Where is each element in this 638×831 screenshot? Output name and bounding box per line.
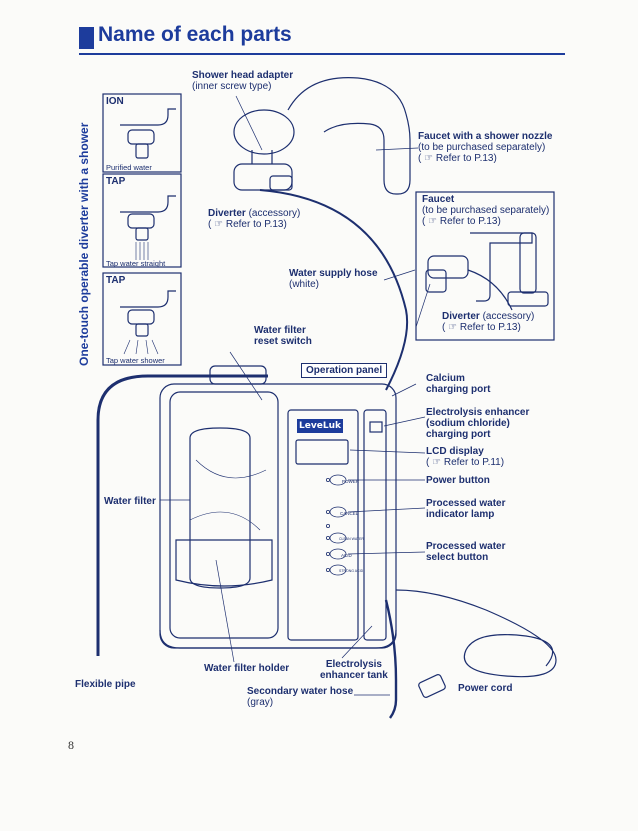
mode-box-tap-straight [102, 173, 182, 268]
enhancer-tank [363, 409, 387, 641]
flexible-pipe [96, 374, 268, 656]
lcd-screen [295, 439, 349, 465]
page-title: Name of each parts [98, 23, 292, 46]
label-water-filter: Water filter [104, 496, 156, 507]
label-faucet-shower: Faucet with a shower nozzle(to be purcha… [418, 131, 553, 164]
panel-btn-clean: CLEAN WATER [339, 537, 364, 541]
power-cord [395, 589, 557, 678]
label-diverter-left: Diverter (accessory)( ☞ Refer to P.13) [208, 208, 301, 230]
mode-label-ion: ION [106, 96, 124, 107]
panel-btn-cancel: CANCEL [340, 511, 359, 516]
label-power-cord: Power cord [458, 683, 513, 694]
label-enhancer-port: Electrolysis enhancer(sodium chloride)ch… [426, 407, 530, 440]
label-secondary-hose: Secondary water hose(gray) [247, 686, 354, 708]
side-label: One-touch operable diverter with a showe… [77, 122, 91, 366]
mode-caption-tap-straight: Tap water straight [106, 259, 166, 268]
water-filter-cartridge [189, 427, 251, 589]
label-faucet: Faucet(to be purchased separately)( ☞ Re… [422, 194, 550, 227]
faucet-box [415, 191, 555, 341]
panel-column [287, 409, 359, 641]
brand-logo: LeveLuk [297, 419, 343, 433]
water-supply-hose [259, 189, 409, 391]
mode-box-tap-shower [102, 272, 182, 366]
diverter-sketch-icon [120, 108, 176, 355]
label-diverter-right: Diverter (accessory)( ☞ Refer to P.13) [442, 311, 535, 333]
label-filter-holder: Water filter holder [204, 663, 290, 674]
label-shower-adapter: Shower head adapter(inner screw type) [192, 70, 294, 92]
shower-faucet-icon [233, 77, 411, 195]
faucet-icon [425, 232, 549, 311]
panel-btn-strong-acid: STRONG ACID [339, 569, 364, 573]
page-number: 8 [68, 738, 74, 752]
label-lcd: LCD display( ☞ Refer to P.11) [426, 446, 505, 468]
mode-label-tap-shower: TAP [106, 275, 126, 286]
label-supply-hose: Water supply hose(white) [289, 268, 378, 290]
secondary-hose [384, 599, 398, 719]
mode-label-tap-straight: TAP [106, 176, 126, 187]
mode-caption-ion: Purified water [106, 163, 152, 172]
label-operation-panel: Operation panel [301, 363, 388, 378]
mode-box-ion [102, 93, 182, 173]
mode-caption-tap-shower: Tap water shower [106, 356, 165, 365]
panel-btn-acid: ACID [341, 553, 352, 558]
label-power-button: Power button [426, 475, 490, 486]
title-rule [79, 53, 565, 55]
power-plug-icon [418, 674, 446, 698]
panel-btn-power: POWER [342, 479, 360, 484]
panel-buttons [325, 474, 347, 576]
title-square-icon [79, 27, 94, 49]
label-flexible-pipe: Flexible pipe [75, 679, 136, 690]
